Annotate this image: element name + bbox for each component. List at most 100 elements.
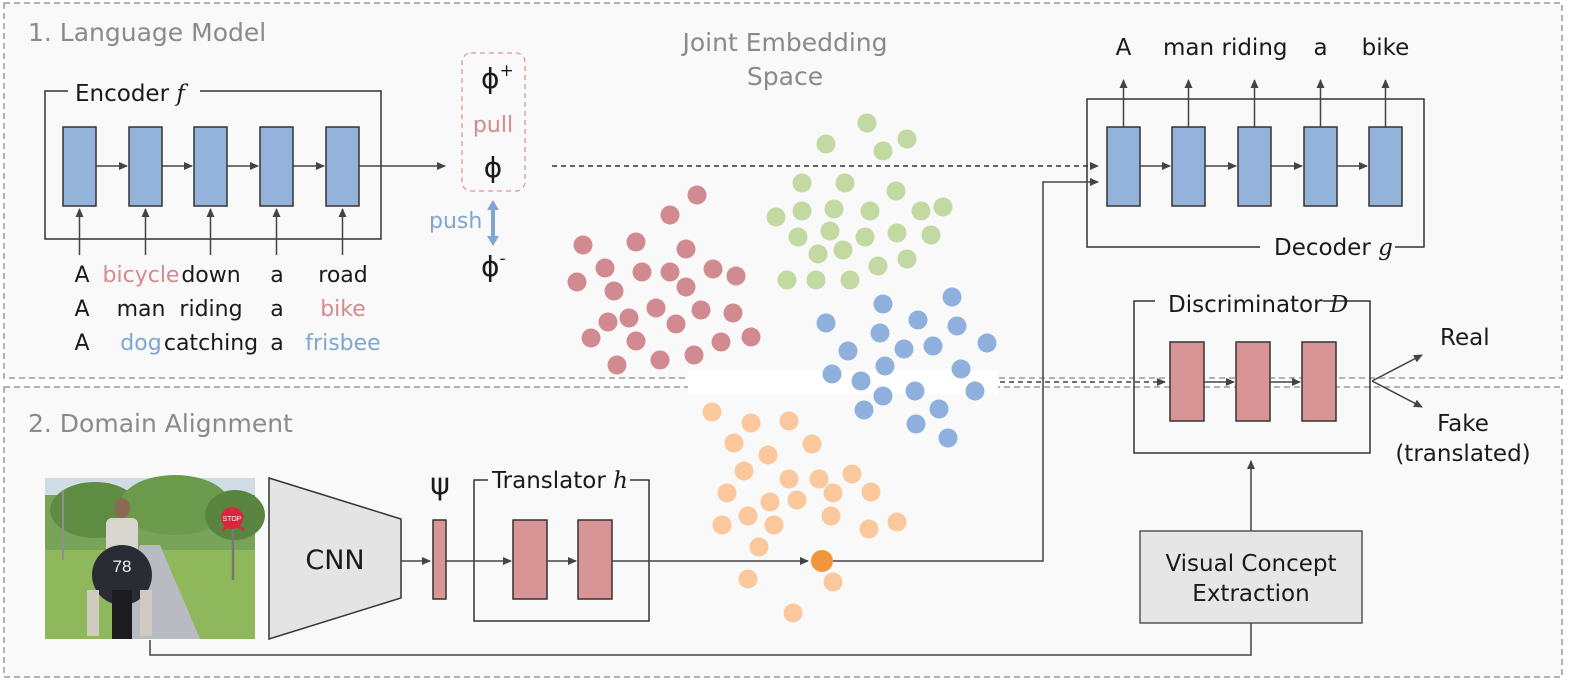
- discriminator-cell-2: [1235, 341, 1271, 422]
- cluster-green-dot-19: [808, 244, 828, 264]
- sentence-3-word-2: dog: [120, 331, 161, 356]
- domain-alignment-title: 2. Domain Alignment: [28, 409, 293, 438]
- phi-minus: ϕ-: [481, 249, 506, 283]
- cluster-green-dot-8: [792, 201, 812, 221]
- cluster-green-dot-9: [824, 199, 844, 219]
- language-model-title: 1. Language Model: [28, 18, 266, 47]
- translated-to-decoder-connector: [833, 178, 1099, 562]
- cluster-green-dot-25: [833, 240, 853, 260]
- visual-concept-box: [1139, 530, 1363, 624]
- sentence-2-word-4: a: [270, 297, 283, 322]
- cluster-orange-dot-5: [758, 445, 778, 465]
- photo-tree-2: [120, 475, 230, 535]
- cluster-orange-dot-18: [764, 515, 784, 535]
- fake-sub-label: (translated): [1395, 441, 1530, 467]
- phi-pull-box: [461, 52, 526, 192]
- cluster-blue-dot-21: [938, 428, 958, 448]
- decoder-word-5: bike: [1362, 35, 1410, 61]
- cluster-orange-dot-7: [734, 461, 754, 481]
- cluster-orange-dot-23: [738, 569, 758, 589]
- encoder-cell-4: [259, 126, 294, 207]
- sentence-3-word-5: frisbee: [305, 331, 380, 356]
- encoder-cell-3: [193, 126, 228, 207]
- cluster-blue-dot-4: [870, 323, 890, 343]
- cluster-green-dot-7: [766, 207, 786, 227]
- discriminator-label: Discriminator D: [1168, 292, 1348, 318]
- cluster-green-dot-24: [897, 249, 917, 269]
- encoder-cell-1: [62, 126, 97, 207]
- cluster-orange-dot-17: [738, 506, 758, 526]
- cluster-blue-dot-6: [947, 316, 967, 336]
- cluster-green-dot-13: [933, 197, 953, 217]
- push-arrow-head-down: [487, 236, 499, 246]
- cluster-blue-dot-13: [851, 371, 871, 391]
- push-label: push: [429, 209, 482, 234]
- cluster-green-dot-10: [860, 201, 880, 221]
- translator-cell-1: [512, 519, 548, 600]
- cluster-green-dot-20: [777, 270, 797, 290]
- decoder-frame: [1086, 98, 1425, 248]
- discriminator-frame: [1133, 300, 1371, 454]
- sentence-1-word-3: down: [181, 263, 240, 288]
- cluster-red-dot-25: [684, 345, 704, 365]
- cluster-orange-dot-22: [749, 537, 769, 557]
- cluster-red-dot-13: [676, 277, 696, 297]
- cluster-green-dot-22: [840, 270, 860, 290]
- cluster-orange-dot-6: [802, 434, 822, 454]
- cluster-green-dot-21: [806, 270, 826, 290]
- cluster-green-dot-14: [788, 227, 808, 247]
- translator-label: Translator h: [491, 468, 628, 494]
- discriminator-symbol: D: [1329, 292, 1348, 318]
- cluster-red-dot-20: [581, 328, 601, 348]
- fake-arrow: [1371, 380, 1423, 408]
- sentence-3-word-4: a: [270, 331, 283, 356]
- cluster-red-dot-23: [741, 327, 761, 347]
- embedding-space-subtitle: Space: [747, 62, 823, 91]
- decoder-label: Decoder g: [1274, 235, 1393, 261]
- cluster-red-dot-4: [626, 232, 646, 252]
- pull-label: pull: [473, 113, 513, 138]
- cluster-red-dot-15: [691, 300, 711, 320]
- embedding-clusters: [567, 113, 997, 623]
- cluster-blue-dot-15: [905, 381, 925, 401]
- encoder-cells: [62, 126, 360, 207]
- embedding-space-backdrop: [688, 370, 998, 394]
- embedding-space-title: Joint Embedding: [680, 28, 887, 57]
- cluster-orange-dot-9: [779, 469, 799, 489]
- decoder-word-3: riding: [1221, 35, 1287, 61]
- cluster-green-dot-12: [911, 201, 931, 221]
- cluster-green-dot-18: [921, 225, 941, 245]
- encoder-label-text: Encoder: [75, 81, 170, 107]
- cluster-orange-dot-11: [842, 464, 862, 484]
- psi-label: ψ: [430, 467, 450, 502]
- phi-anchor: ϕ: [484, 151, 502, 184]
- real-label: Real: [1440, 325, 1490, 351]
- photo-number-text: 78: [113, 557, 132, 576]
- phi-minus-sup: -: [499, 249, 505, 269]
- cluster-red-dot-10: [726, 266, 746, 286]
- cluster-red-dot-9: [703, 259, 723, 279]
- sentence-1-word-2: bicycle: [103, 263, 180, 288]
- phi-plus: ϕ+: [481, 61, 514, 95]
- photo-leg-right: [140, 590, 152, 636]
- psi-vector: [432, 519, 447, 600]
- push-arrow-head-up: [487, 200, 499, 210]
- sentence-1-word-5: road: [318, 263, 367, 288]
- translator-cell-2: [577, 519, 613, 600]
- cluster-orange-dot-20: [859, 519, 879, 539]
- phi-plus-sup: +: [499, 61, 513, 81]
- discriminator-label-text: Discriminator: [1168, 292, 1323, 318]
- cluster-blue-dot-17: [854, 400, 874, 420]
- cluster-blue-dot-3: [816, 313, 836, 333]
- cluster-red-dot-12: [604, 281, 624, 301]
- visual-concept-label-1: Visual Concept: [1165, 551, 1336, 577]
- cluster-red-dot-3: [573, 235, 593, 255]
- cluster-green-dot-3: [816, 134, 836, 154]
- cluster-red-dot-1: [660, 205, 680, 225]
- sentence-3-word-1: A: [74, 331, 89, 356]
- real-arrow: [1371, 354, 1423, 382]
- sentence-1-word-4: a: [270, 263, 283, 288]
- decoder-cells: [1106, 79, 1403, 207]
